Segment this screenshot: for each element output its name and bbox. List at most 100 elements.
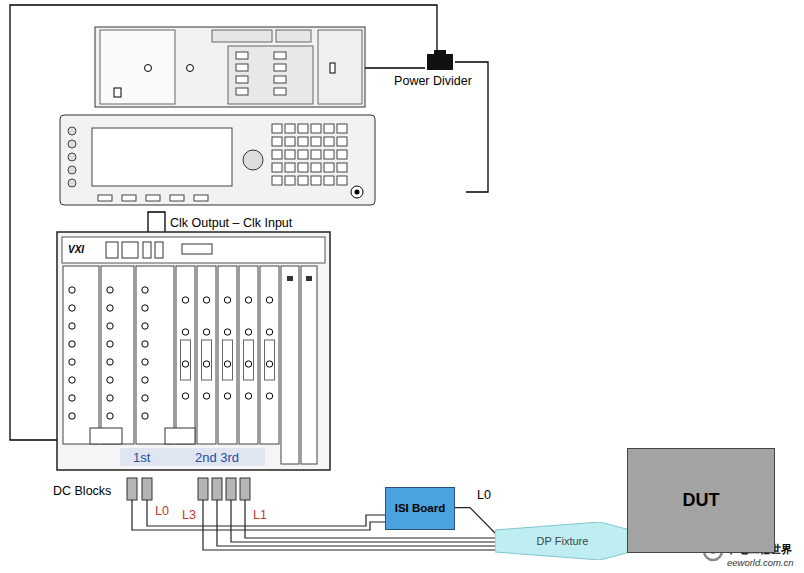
node-text: ISI Board bbox=[395, 502, 445, 515]
isi-board: ISI Board bbox=[385, 487, 455, 530]
node-text: DUT bbox=[683, 490, 720, 511]
brand-label: VXI bbox=[68, 244, 84, 255]
connector bbox=[182, 393, 188, 399]
connector bbox=[182, 329, 188, 335]
connector bbox=[203, 329, 209, 335]
watermark: eeworld.com.cn bbox=[727, 558, 794, 568]
connector bbox=[224, 297, 230, 303]
button bbox=[285, 124, 295, 133]
button bbox=[274, 88, 286, 95]
connector bbox=[107, 287, 113, 293]
connector bbox=[224, 329, 230, 335]
slot-label: 1st bbox=[133, 451, 150, 465]
module bbox=[301, 266, 317, 464]
connector bbox=[142, 305, 148, 311]
connector bbox=[69, 287, 75, 293]
button bbox=[298, 137, 308, 146]
connector bbox=[182, 361, 188, 367]
button bbox=[68, 153, 76, 161]
node-text: Power Divider bbox=[394, 74, 472, 88]
button bbox=[311, 150, 321, 159]
button bbox=[236, 64, 248, 71]
connector bbox=[142, 377, 148, 383]
button bbox=[324, 163, 334, 172]
connector bbox=[107, 341, 113, 347]
button bbox=[272, 137, 282, 146]
connector bbox=[224, 393, 230, 399]
button bbox=[274, 64, 286, 71]
button bbox=[170, 195, 184, 201]
connector bbox=[107, 305, 113, 311]
node-text: DP Fixture bbox=[537, 535, 589, 548]
cable-label: L0 bbox=[155, 505, 169, 519]
connector bbox=[69, 305, 75, 311]
button bbox=[285, 137, 295, 146]
button bbox=[285, 176, 295, 185]
panel bbox=[165, 428, 195, 444]
connector bbox=[245, 361, 251, 367]
connector bbox=[266, 393, 272, 399]
connector bbox=[203, 297, 209, 303]
button bbox=[337, 163, 347, 172]
button bbox=[274, 52, 286, 59]
vxi-chassis bbox=[57, 232, 330, 470]
button bbox=[68, 127, 76, 135]
module bbox=[63, 266, 99, 444]
button bbox=[298, 176, 308, 185]
button bbox=[337, 150, 347, 159]
power-divider: Power Divider bbox=[383, 50, 483, 92]
latch bbox=[287, 276, 293, 281]
divider-port bbox=[434, 50, 446, 55]
instrument-buttons bbox=[68, 124, 347, 201]
button bbox=[272, 124, 282, 133]
fixture-outline bbox=[495, 522, 630, 560]
connector bbox=[69, 377, 75, 383]
connector bbox=[245, 297, 251, 303]
signal-generator bbox=[60, 115, 375, 205]
button bbox=[298, 163, 308, 172]
button bbox=[272, 150, 282, 159]
button bbox=[298, 124, 308, 133]
instrument-buttons bbox=[236, 52, 286, 95]
button bbox=[311, 124, 321, 133]
vxi-modules bbox=[63, 266, 317, 464]
divider-symbol bbox=[383, 50, 483, 74]
button bbox=[285, 163, 295, 172]
connector bbox=[107, 413, 113, 419]
button bbox=[236, 88, 248, 95]
panel bbox=[90, 428, 122, 444]
connector bbox=[142, 395, 148, 401]
connector bbox=[69, 395, 75, 401]
dut-box: DUT bbox=[627, 448, 775, 553]
module bbox=[197, 266, 216, 444]
button bbox=[98, 195, 112, 201]
button bbox=[194, 195, 208, 201]
button bbox=[68, 140, 76, 148]
button bbox=[311, 176, 321, 185]
latch bbox=[306, 276, 312, 281]
connector bbox=[107, 395, 113, 401]
button bbox=[272, 163, 282, 172]
button bbox=[236, 52, 248, 59]
divider-body bbox=[427, 54, 453, 70]
connector bbox=[203, 393, 209, 399]
spectrum-instrument bbox=[95, 27, 365, 107]
connector bbox=[203, 361, 209, 367]
connector bbox=[69, 359, 75, 365]
connector bbox=[142, 323, 148, 329]
cable-label: L0 bbox=[476, 489, 492, 503]
button bbox=[337, 176, 347, 185]
button bbox=[337, 124, 347, 133]
module bbox=[176, 266, 195, 444]
connector bbox=[142, 359, 148, 365]
panel bbox=[223, 340, 233, 380]
cable-label: L3 bbox=[182, 509, 196, 523]
button bbox=[274, 76, 286, 83]
connector bbox=[245, 393, 251, 399]
module bbox=[281, 266, 299, 464]
panel bbox=[181, 340, 191, 380]
button bbox=[324, 150, 334, 159]
connector bbox=[245, 329, 251, 335]
connector bbox=[107, 377, 113, 383]
